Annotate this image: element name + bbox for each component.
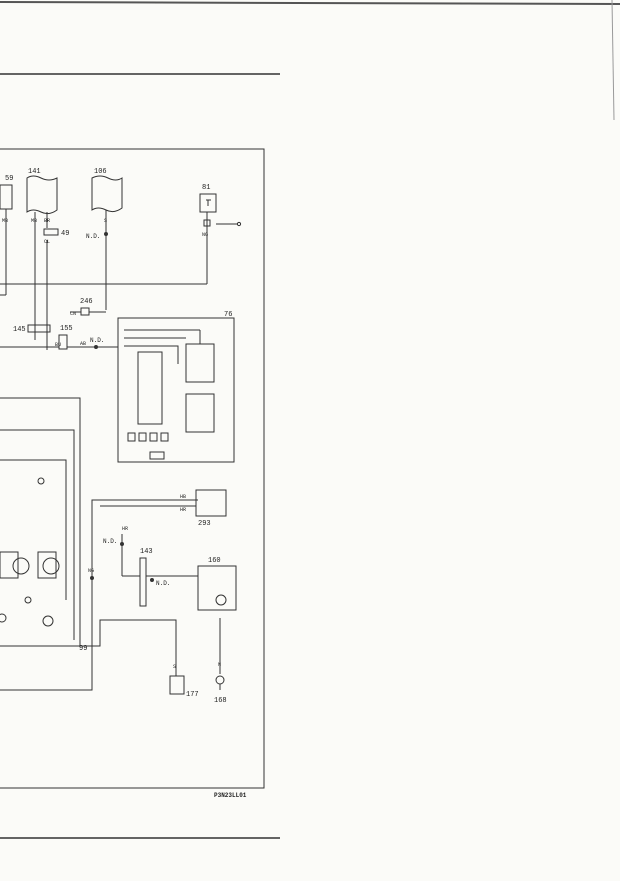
motor-160 — [215, 594, 227, 606]
scan-top-edge — [0, 1, 620, 5]
component-168-label: 168 — [214, 697, 227, 705]
wire-155-ab: AB — [80, 341, 86, 347]
component-177-box — [169, 675, 185, 695]
component-168-symbol — [215, 675, 225, 685]
lamp-3 — [42, 615, 54, 627]
component-141-label: 141 — [28, 168, 41, 176]
gauge-1 — [12, 557, 30, 575]
wire-168-n: N — [218, 662, 221, 668]
component-293-box — [195, 489, 227, 517]
connector-155 — [58, 334, 68, 350]
connector-49-label: 49 — [61, 230, 69, 238]
component-76-relay-2 — [185, 393, 215, 433]
component-99-label: 99 — [79, 645, 87, 653]
component-143-strip — [139, 557, 147, 607]
component-59-label: 59 — [5, 175, 13, 183]
connector-145 — [27, 324, 51, 333]
wire-293-hb: HB — [180, 494, 186, 500]
diagram-frame — [0, 148, 265, 789]
wire-293-hr: HR — [180, 507, 186, 513]
connector-49 — [43, 228, 59, 236]
wire-246-cn: CN — [70, 311, 76, 317]
component-177-label: 177 — [186, 691, 199, 699]
connector-246 — [80, 307, 90, 316]
lamp-4 — [0, 613, 7, 623]
wire-143-hr: HR — [122, 526, 128, 532]
component-141-body — [26, 175, 58, 215]
wire-141-br: BR — [44, 218, 50, 224]
component-106-body — [91, 175, 123, 213]
connector-145-label: 145 — [13, 326, 26, 334]
connector-246-label: 246 — [80, 298, 93, 306]
component-76-connector — [149, 451, 165, 460]
wire-141-mb: MB — [31, 218, 37, 224]
component-160-box — [197, 565, 237, 611]
nd-marker-3: N.D. — [103, 538, 117, 545]
wire-155-bu: BU — [55, 342, 61, 348]
wire-143-ng: NG — [88, 568, 94, 574]
component-143-label: 143 — [140, 548, 153, 556]
connector-155-label: 155 — [60, 325, 73, 333]
nd-marker-1: N.D. — [86, 233, 100, 240]
wire-59-label: MB — [2, 218, 8, 224]
lamp-1 — [37, 477, 45, 485]
nd-marker-4: N.D. — [156, 580, 170, 587]
wire-106-s: S — [104, 218, 107, 224]
component-76-frame — [117, 317, 235, 463]
component-81-box — [199, 193, 217, 213]
component-106-label: 106 — [94, 168, 107, 176]
component-76-label: 76 — [224, 311, 232, 319]
panel-99-frame — [0, 397, 81, 647]
wire-49-cl: CL — [44, 239, 50, 245]
component-81-label: 81 — [202, 184, 210, 192]
wire-81-ng: NG — [202, 232, 208, 238]
component-160-label: 160 — [208, 557, 221, 565]
figure-code: P3N23LL01 — [214, 792, 247, 799]
component-293-label: 293 — [198, 520, 211, 528]
gauge-2 — [42, 557, 60, 575]
component-76-relay-1 — [185, 343, 215, 383]
wire-177-s: S — [173, 664, 176, 670]
lamp-2 — [24, 596, 32, 604]
nd-marker-2: N.D. — [90, 337, 104, 344]
component-76-module — [137, 351, 163, 425]
component-59-box — [0, 184, 13, 210]
scan-right-edge — [611, 0, 615, 121]
